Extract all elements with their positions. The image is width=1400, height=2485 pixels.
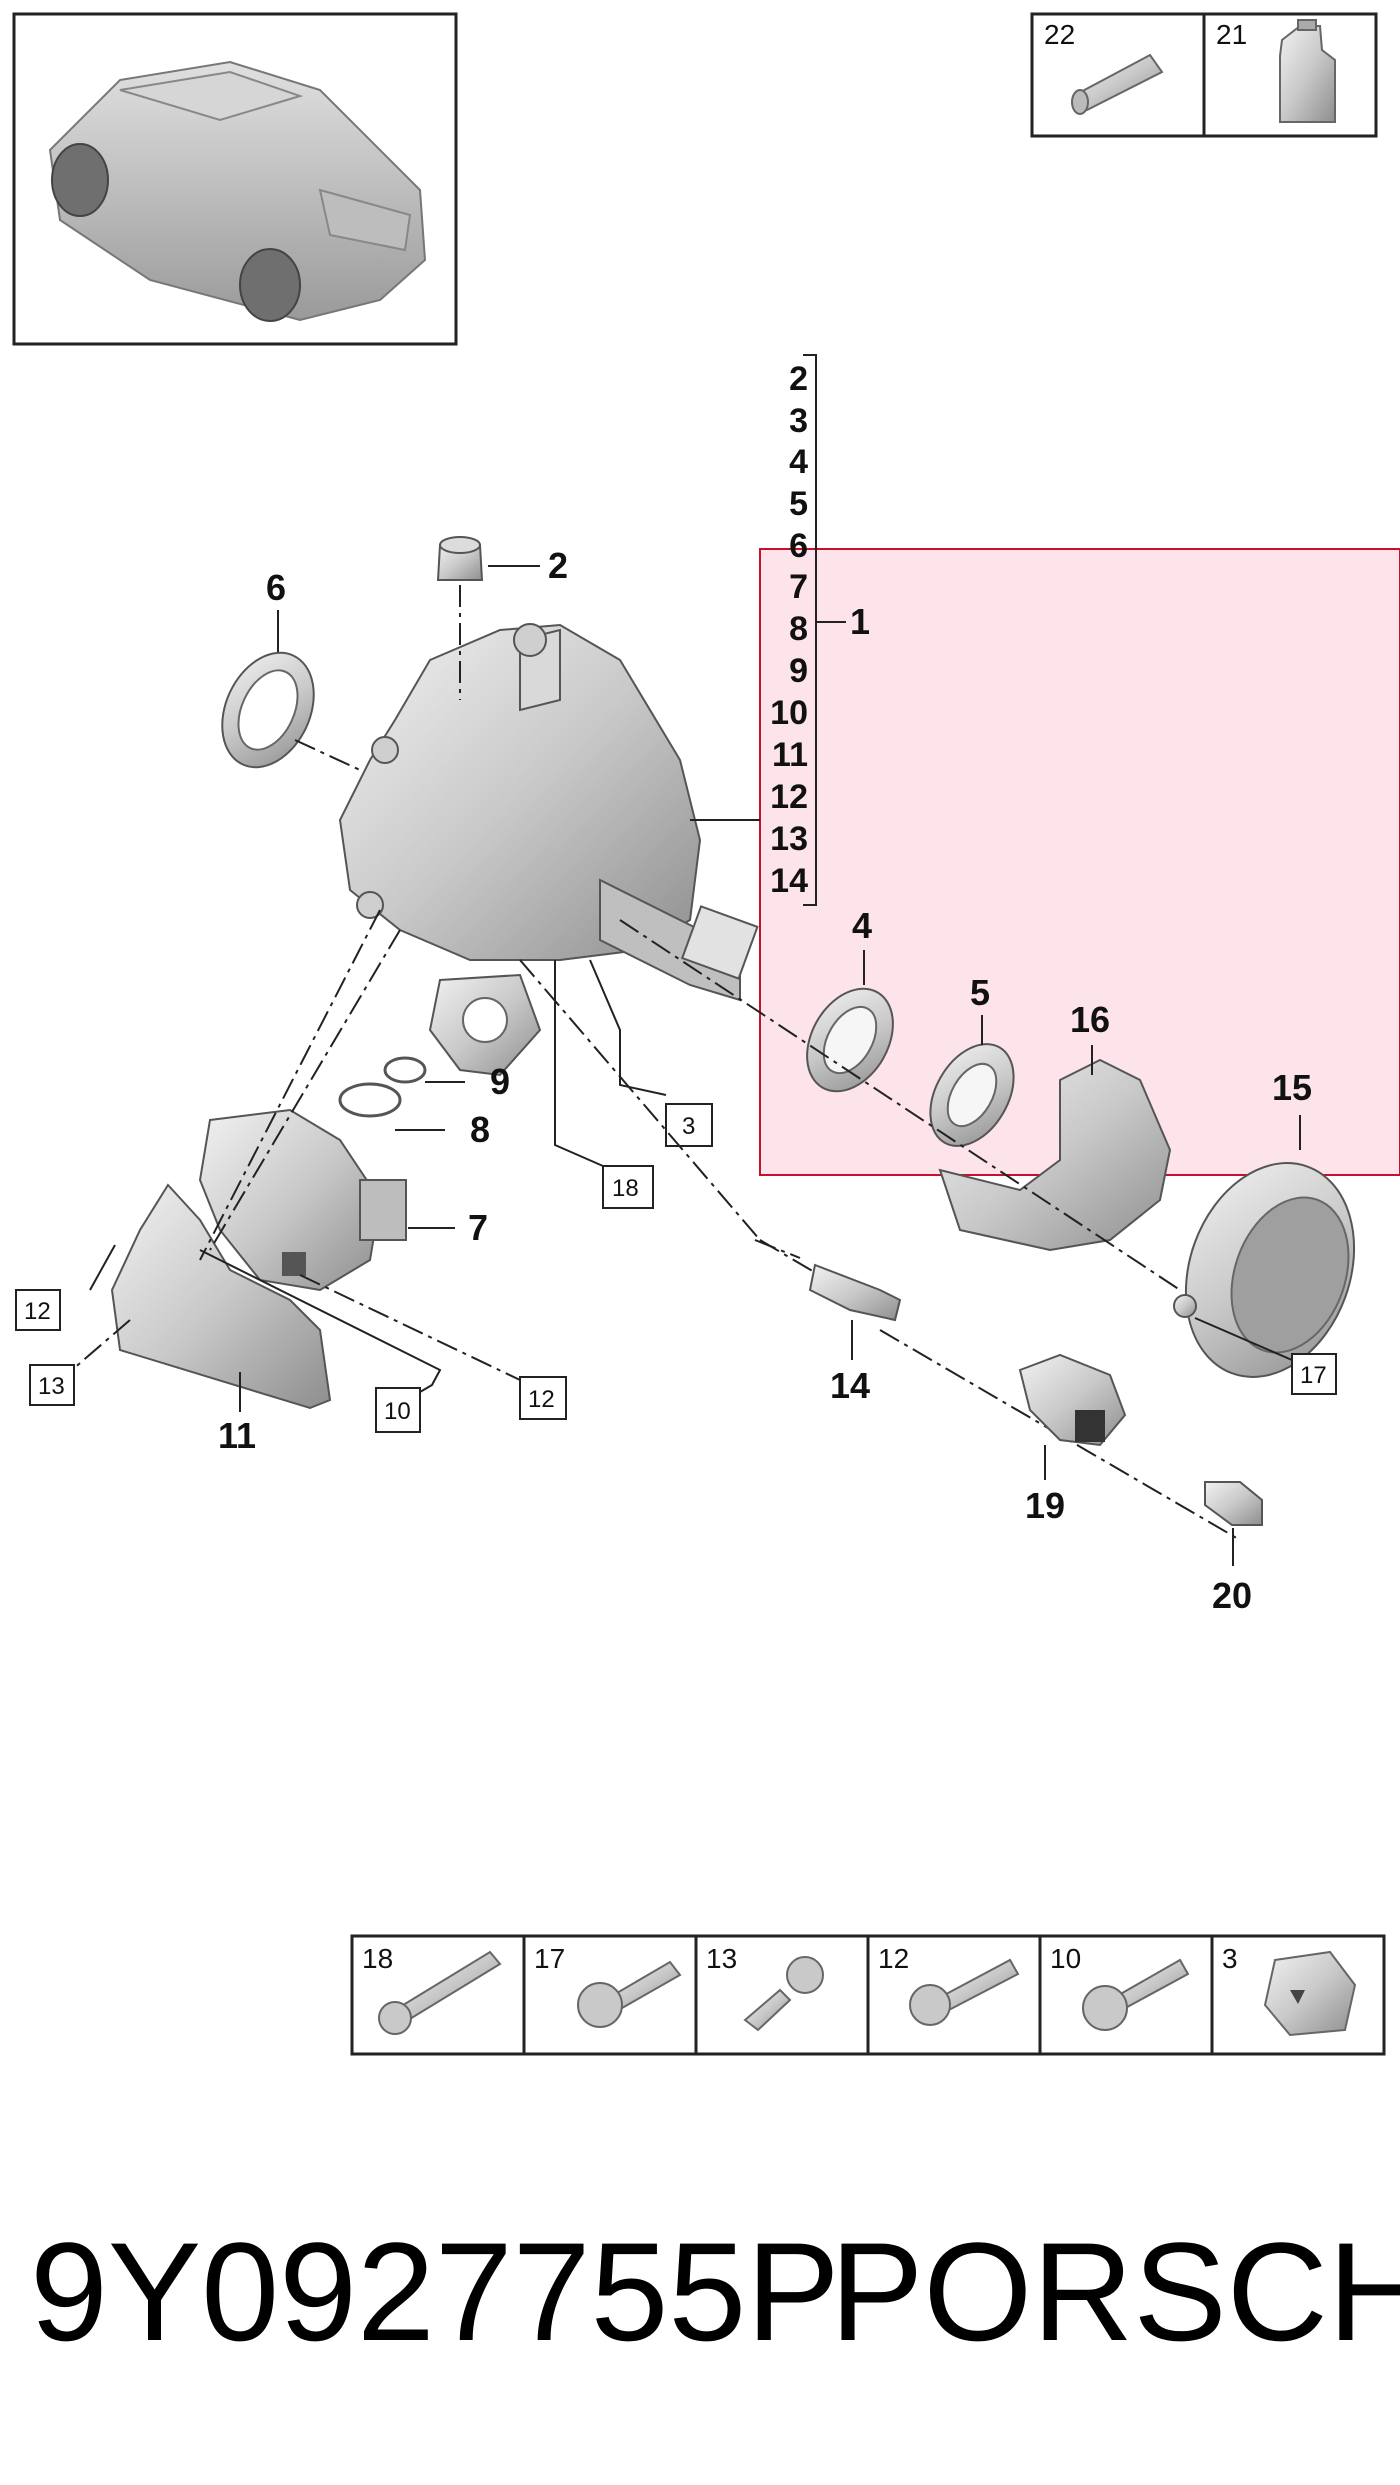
seal-ring-5: 5 bbox=[929, 972, 1015, 1147]
bracket-item: 14 bbox=[770, 862, 808, 900]
boxed-ref-12a bbox=[15, 1289, 61, 1331]
top-legend: 22 21 bbox=[1030, 12, 1378, 138]
assembly-bracket: 1 2 3 4 5 6 7 8 9 10 11 12 13 14 bbox=[770, 354, 870, 906]
flange-bolt-icon bbox=[1082, 1958, 1190, 2031]
boxed-ref-13 bbox=[29, 1364, 75, 1406]
bracket-item: 9 bbox=[789, 652, 808, 690]
socket-bolt-icon bbox=[909, 1958, 1020, 2026]
callout-1: 1 bbox=[850, 601, 870, 642]
plug-20: 20 bbox=[1204, 1481, 1263, 1616]
legend-label-22: 22 bbox=[1044, 19, 1075, 50]
legend-label-10: 10 bbox=[1050, 1943, 1081, 1974]
boxed-ref-3-group: 3 bbox=[589, 959, 713, 1147]
o-ring-9: 9 bbox=[383, 1056, 510, 1102]
bracket-item: 13 bbox=[770, 820, 808, 858]
cap-part: 2 bbox=[436, 536, 568, 700]
callout-8: 8 bbox=[470, 1109, 490, 1150]
boxed-ref-3-label: 3 bbox=[682, 1113, 695, 1140]
vehicle-thumbnail bbox=[12, 12, 458, 346]
suv-image bbox=[48, 60, 427, 322]
oil-bottle-icon bbox=[1279, 19, 1336, 123]
bracket-item: 10 bbox=[770, 694, 808, 732]
mounting-flange bbox=[428, 973, 542, 1077]
seal-ring-4: 4 bbox=[806, 905, 894, 1093]
screw-icon bbox=[743, 1956, 824, 2032]
connector-19: 19 bbox=[1018, 1353, 1127, 1526]
callout-5: 5 bbox=[970, 972, 990, 1013]
boxed-ref-12b-label: 12 bbox=[528, 1386, 555, 1413]
part-number: 9Y0927755P bbox=[30, 2213, 840, 2370]
sensor-14: 14 bbox=[754, 1239, 902, 1406]
boxed-ref-10 bbox=[375, 1387, 421, 1433]
legend-label-17: 17 bbox=[534, 1943, 565, 1974]
callout-11: 11 bbox=[218, 1415, 256, 1456]
callout-6: 6 bbox=[266, 567, 286, 608]
boxed-ref-17 bbox=[1291, 1353, 1337, 1395]
boxed-ref-18-label: 18 bbox=[612, 1175, 639, 1202]
boxed-ref-18 bbox=[602, 1165, 654, 1209]
legend-label-12: 12 bbox=[878, 1943, 909, 1974]
torx-bolt-icon bbox=[577, 1960, 682, 2028]
boxed-ref-13-group: 13 bbox=[29, 1319, 131, 1406]
seal-ring-6: 6 bbox=[221, 567, 361, 771]
bracket-item: 6 bbox=[789, 527, 808, 565]
boxed-ref-13-label: 13 bbox=[38, 1373, 65, 1400]
brand-name: PORSCHE bbox=[830, 2213, 1400, 2370]
callout-20: 20 bbox=[1212, 1575, 1252, 1616]
bolt-17: 17 bbox=[1173, 1294, 1337, 1395]
bracket-item: 2 bbox=[789, 360, 808, 398]
bracket-item: 8 bbox=[789, 610, 808, 648]
heat-shield-16: 16 bbox=[938, 999, 1172, 1252]
bracket-item: 4 bbox=[789, 443, 808, 481]
boxed-ref-12b bbox=[519, 1376, 567, 1420]
cover-plate-11: 11 bbox=[110, 1183, 332, 1456]
boxed-ref-18-group: 18 bbox=[554, 960, 654, 1209]
callout-15: 15 bbox=[1272, 1067, 1312, 1108]
long-bolt-icon bbox=[378, 1950, 502, 2035]
bracket-item: 12 bbox=[770, 778, 808, 816]
boxed-ref-17-label: 17 bbox=[1300, 1362, 1327, 1389]
bracket-item: 5 bbox=[789, 485, 808, 523]
boxed-ref-10-label: 10 bbox=[384, 1398, 411, 1425]
legend-label-21: 21 bbox=[1216, 19, 1247, 50]
callout-14: 14 bbox=[830, 1365, 870, 1406]
drum-housing-15: 15 bbox=[619, 919, 1356, 1378]
boxed-ref-12a-group: 12 bbox=[15, 1244, 116, 1331]
callout-2: 2 bbox=[548, 545, 568, 586]
legend-label-13: 13 bbox=[706, 1943, 737, 1974]
grease-tube-icon bbox=[1071, 53, 1164, 115]
o-ring-8: 8 bbox=[338, 1082, 490, 1150]
boxed-ref-12b-group: 12 bbox=[299, 1274, 567, 1420]
bracket-item: 3 bbox=[789, 402, 808, 440]
boxed-ref-10-group: 10 bbox=[199, 1249, 442, 1433]
bracket-item: 7 bbox=[789, 568, 808, 606]
callout-7: 7 bbox=[468, 1207, 488, 1248]
bracket-list: 2 3 4 5 6 7 8 9 10 11 12 13 14 bbox=[770, 360, 808, 900]
nut-icon bbox=[1263, 1950, 1357, 2037]
legend-label-18: 18 bbox=[362, 1943, 393, 1974]
callout-4: 4 bbox=[852, 905, 872, 946]
footer: 9Y0927755P PORSCHE bbox=[30, 2213, 1400, 2370]
legend-label-3: 3 bbox=[1222, 1943, 1238, 1974]
bracket-item: 11 bbox=[772, 736, 808, 774]
boxed-ref-12a-label: 12 bbox=[24, 1298, 51, 1325]
actuator-motor-7: 7 bbox=[198, 1108, 488, 1292]
callout-19: 19 bbox=[1025, 1485, 1065, 1526]
transfer-case-housing bbox=[338, 623, 760, 1002]
bottom-legend: 18 17 13 12 10 3 bbox=[350, 1934, 1386, 2056]
callout-16: 16 bbox=[1070, 999, 1110, 1040]
callout-9: 9 bbox=[490, 1061, 510, 1102]
